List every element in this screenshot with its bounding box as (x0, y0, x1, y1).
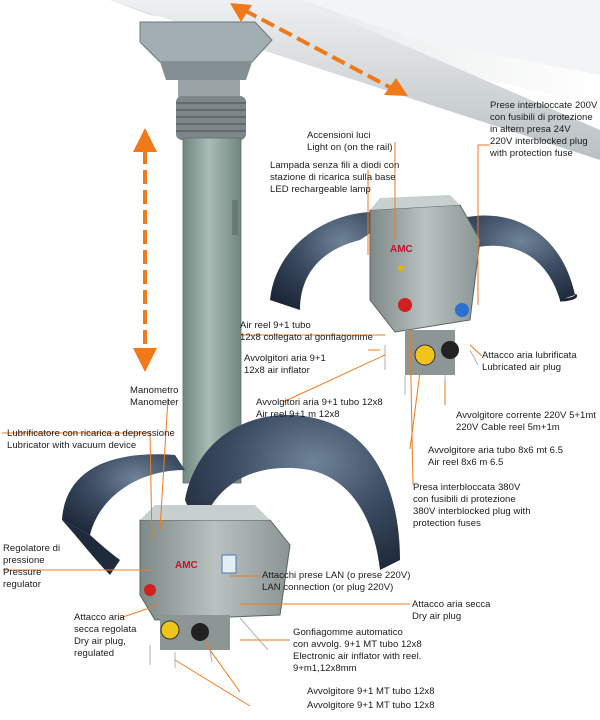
label-text-it: pressione (3, 555, 45, 566)
label-text-it: 12x8 collegato al gonfiagomme (240, 332, 373, 343)
brand-logo: AMC (390, 244, 413, 255)
label-avvolgitore-9-1-a: Avvolgitore 9+1 MT tubo 12x8 (307, 686, 435, 698)
label-text-en: Electronic air inflator with reel. (293, 651, 422, 662)
label-text-it: con avvolg. 9+1 MT tubo 12x8 (293, 639, 422, 650)
label-text-it: Attacco aria (74, 612, 125, 623)
label-text-it: Attacco aria secca (412, 599, 491, 610)
label-text-en: Lubricator with vacuum device (7, 440, 137, 451)
label-text-en: 220V interblocked plug (490, 136, 588, 147)
label-text-en: with protection fuse (490, 148, 573, 159)
label-text-en: Air reel 8x6 m 6.5 (428, 457, 504, 468)
label-text-it: Accensioni luci (307, 130, 371, 141)
label-avvolgitore-9-1-b: Avvolgitore 9+1 MT tubo 12x8 (307, 700, 435, 712)
label-text-en: 9+m1,12x8mm (293, 663, 357, 674)
label-text-it: Avvolgitore aria tubo 8x6 mt 6.5 (428, 445, 564, 456)
label-text-en: 220V Cable reel 5m+1m (456, 422, 560, 433)
label-text-it: Gonfiagomme automatico (293, 627, 403, 638)
label-text-it: Lampada senza fili a diodi con (270, 160, 400, 171)
label-text-it: Presa interbloccata 380V (413, 482, 521, 493)
label-text-en: Manometer (130, 397, 179, 408)
label-text-it: Attacchi prese LAN (o prese 220V) (262, 570, 411, 581)
leader-lines (2, 142, 490, 707)
label-text-it: con fusibili di protezione (490, 112, 593, 123)
label-text-it: Avvolgitori aria 9+1 (244, 353, 326, 364)
label-text-it: Lubrificatore con ricarica a depressione (7, 428, 175, 439)
label-text-it: con fusibili di protezione (413, 494, 516, 505)
label-text-it: Attacco aria lubrificata (482, 350, 577, 361)
label-text-it: Avvolgitori aria 9+1 tubo 12x8 (256, 397, 383, 408)
label-text-it: Regolatore di (3, 543, 61, 554)
upper-service-unit: AMC (270, 195, 578, 395)
lower-service-unit: AMC (62, 414, 400, 668)
label-text-en: 12x8 air inflator (244, 365, 310, 376)
label-text-it: Air reel 9+1 tubo (240, 320, 311, 331)
label-text-en: LAN connection (or plug 220V) (262, 582, 394, 593)
label-text-it: stazione di ricarica sulla base (270, 172, 396, 183)
label-text-en: 380V interblocked plug with (413, 506, 531, 517)
label-text-en: Light on (on the rail) (307, 142, 393, 153)
label-text-en: Dry air plug, (74, 636, 126, 647)
label-text-it: Prese interbloccate 200V (490, 100, 598, 111)
label-text-en: Lubricated air plug (482, 362, 562, 373)
label-text-it: Avvolgitore 9+1 MT tubo 12x8 (307, 700, 435, 711)
rail-trolley (139, 21, 273, 102)
label-text-en: regulator (3, 579, 41, 590)
label-attacchi-prese-lan: Attacchi prese LAN (o prese 220V)LAN con… (262, 570, 410, 594)
label-text-en: LED rechargeable lamp (270, 184, 371, 195)
label-text-en: Dry air plug (412, 611, 462, 622)
label-text-it: Avvolgitore 9+1 MT tubo 12x8 (307, 686, 435, 697)
label-text-en: Pressure (3, 567, 42, 578)
label-text-it: secca regolata (74, 624, 137, 635)
height-movement-arrow (133, 128, 157, 372)
label-text-it: in altern presa 24V (490, 124, 571, 135)
label-text-en: Air reel 9+1 m 12x8 (256, 409, 340, 420)
swivel-joint (176, 96, 246, 140)
label-text-it: Avvolgitore corrente 220V 5+1mt (456, 410, 596, 421)
column (182, 137, 242, 484)
label-text-it: Manometro (130, 385, 179, 396)
label-lubrificatore: Lubrificatore con ricarica a depressione… (7, 428, 175, 452)
brand-logo-lower: AMC (175, 560, 198, 571)
label-text-en: regulated (74, 648, 115, 659)
rail-movement-arrow (230, 3, 408, 96)
label-text-en: protection fuses (413, 518, 481, 529)
